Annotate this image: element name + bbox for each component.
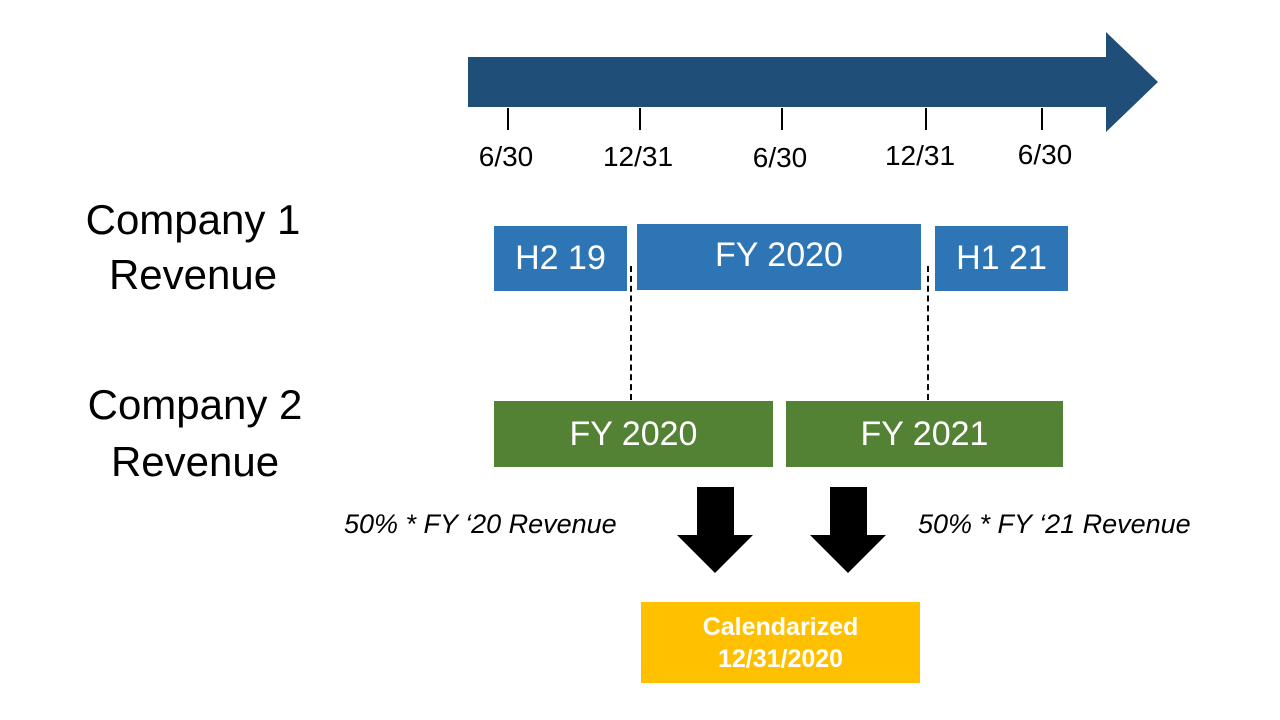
note-left: 50% * FY ‘20 Revenue [344,509,617,539]
company2-period-fy-2021: FY 2021 [786,401,1063,467]
down-arrow-right [810,487,886,573]
result-line1: Calendarized [702,612,859,641]
tick-label: 6/30 [752,142,808,173]
tick-label: 6/30 [478,141,534,172]
calendarized-result-box: Calendarized 12/31/2020 [641,602,920,683]
result-line2: 12/31/2020 [717,644,844,673]
company2-label-line1: Company 2 [87,381,303,428]
timeline-arrow-shape [468,32,1158,132]
company1-period-h1-21: H1 21 [935,226,1068,291]
company1-period-fy-2020: FY 2020 [637,224,921,290]
company1-label-line2: Revenue [108,251,278,298]
note-right: 50% * FY ‘21 Revenue [918,509,1191,539]
company2-period-fy-2020: FY 2020 [494,401,773,467]
company1-period-h2-19: H2 19 [494,226,627,291]
tick-label: 12/31 [884,140,956,171]
dashed-connector-left [630,266,632,400]
dashed-connector-right [927,266,929,400]
company1-label-line1: Company 1 [85,196,301,243]
tick-label: 6/30 [1017,139,1073,170]
company2-label-line2: Revenue [110,438,280,485]
tick-label: 12/31 [602,141,674,172]
down-arrow-left [677,487,753,573]
